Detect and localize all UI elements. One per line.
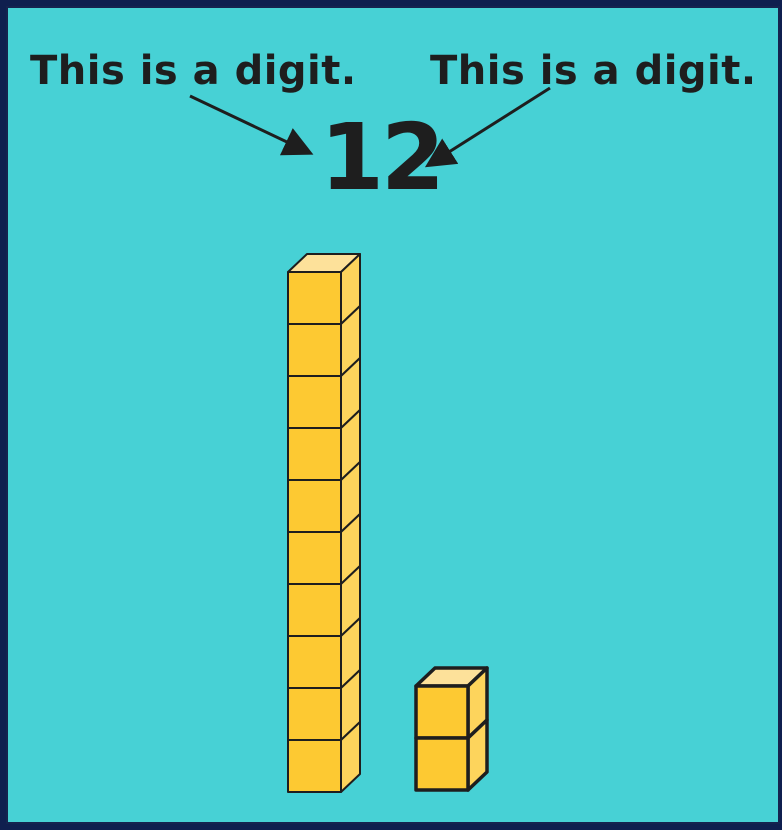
arrow-left <box>190 96 308 152</box>
tens-rod-cube-front <box>288 480 341 532</box>
ones-cubes <box>416 668 487 790</box>
ones-cube-front <box>416 738 468 790</box>
tens-rod-cube-front <box>288 376 341 428</box>
tens-rod-cube-front <box>288 740 341 792</box>
tens-rod-cube-front <box>288 532 341 584</box>
tens-rod-cube-front <box>288 584 341 636</box>
ones-cube-front <box>416 686 468 738</box>
arrow-right <box>430 88 550 164</box>
tens-rod-cube-front <box>288 688 341 740</box>
tens-rod-cube-front <box>288 272 341 324</box>
tens-rod-cube-front <box>288 324 341 376</box>
tens-rod-cube-front <box>288 428 341 480</box>
tens-rod <box>288 254 360 792</box>
tens-rod-cube-front <box>288 636 341 688</box>
